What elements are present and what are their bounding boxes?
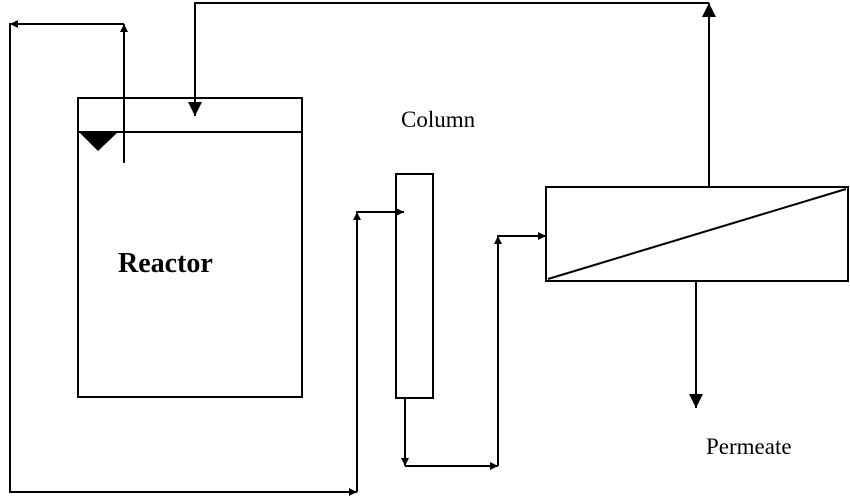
- reactor-body: [77, 97, 303, 398]
- membrane-inlet-pipe: [497, 232, 546, 466]
- reactor-tank: Reactor: [77, 97, 303, 398]
- membrane-module: [545, 186, 849, 282]
- water-level-triangle-icon: [80, 133, 117, 151]
- permeate-label: Permeate: [706, 434, 792, 459]
- column-label: Column: [401, 107, 476, 132]
- membrane-diagonal: [547, 188, 847, 280]
- reactor-label: Reactor: [118, 248, 213, 279]
- loop-to-column-pipe: [9, 23, 357, 496]
- retentate-return-pipe: [188, 2, 709, 116]
- column-body: [395, 173, 434, 399]
- column: Column: [395, 107, 476, 399]
